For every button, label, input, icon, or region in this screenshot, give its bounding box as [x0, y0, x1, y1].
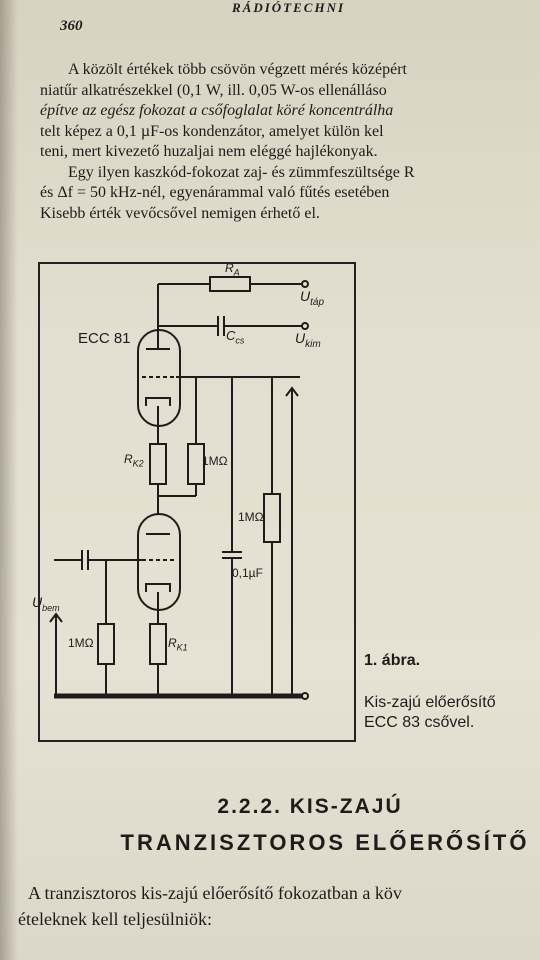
label-ccs: Ccs [226, 328, 244, 346]
label-ubem: Ubem [32, 594, 60, 613]
resistor-rk2 [149, 443, 167, 485]
label-ccs-sub: cs [235, 335, 245, 346]
resistor-1m-input [97, 623, 115, 665]
arrow-output [285, 386, 299, 397]
label-ubem-sub: bem [42, 602, 60, 613]
paragraph3-line: ételeknek kell teljesülniök: [18, 909, 212, 929]
label-cap: 0,1µF [232, 566, 263, 580]
paragraph1-line: építve az egész fokozat a csőfoglalat kö… [40, 102, 394, 119]
label-1m-right: 1MΩ [238, 510, 264, 524]
figure-frame: RA Utáp Ccs Ukim ECC 81 RK2 1MΩ 1MΩ 0,1µ… [32, 261, 356, 742]
label-utap-sub: táp [310, 296, 325, 308]
label-ukim-main: U [295, 330, 306, 346]
label-ra-main: R [225, 261, 234, 275]
paragraph2-line: Kisebb érték vevőcsővel nemigen érhető e… [40, 204, 320, 222]
paragraph3-line: A tranzisztoros kis-zajú előerősítő foko… [28, 883, 402, 903]
paragraph1-line: teni, mert kivezető huzaljai nem eléggé … [40, 143, 378, 160]
cathode-lower [145, 583, 171, 592]
schematic-diagram [49, 276, 309, 700]
label-ra: RA [225, 261, 240, 277]
label-1m-top: 1MΩ [202, 454, 228, 468]
page-shadow [0, 0, 18, 960]
paragraph2-line: Egy ilyen kaszkód-fokozat zaj- és zümmfe… [68, 163, 415, 181]
label-rk2-sub: K2 [132, 458, 144, 469]
label-rk2-main: R [124, 452, 133, 466]
paragraph1-line: niatűr alkatrészekkel (0,1 W, ill. 0,05 … [40, 81, 387, 99]
label-ukim: Ukim [295, 330, 321, 350]
figure-caption-number: 1. ábra. [364, 652, 421, 669]
body-text: A közölt értékek több csövön végzett mér… [40, 60, 540, 224]
figure-caption-line: ECC 83 csővel. [364, 714, 475, 731]
label-utap: Utáp [300, 288, 324, 308]
label-ccs-main: C [226, 328, 236, 343]
cathode-upper [145, 397, 171, 406]
resistor-ra [209, 276, 251, 292]
paragraph1-line: A közölt értékek több csövön végzett mér… [68, 61, 407, 78]
label-ubem-main: U [32, 594, 43, 610]
label-rk1-sub: K1 [176, 642, 188, 653]
terminal-ukim [301, 322, 309, 330]
label-rk2: RK2 [124, 452, 144, 468]
label-1m-input: 1MΩ [68, 636, 94, 650]
label-rk1: RK1 [168, 636, 188, 652]
resistor-rk1 [149, 623, 167, 665]
running-head: RÁDIÓTECHNI [232, 0, 346, 15]
section-title: TRANZISZTOROS ELŐERŐSÍTŐ [120, 830, 530, 855]
label-rk1-main: R [168, 636, 177, 650]
terminal-utap [301, 280, 309, 288]
tube-label: ECC 81 [78, 330, 131, 347]
paragraph2-line: és Δf = 50 kHz-nél, egyenárammal való fű… [40, 184, 390, 201]
figure-caption-text: Kis-zajú előerősítő ECC 83 csővel. [364, 693, 496, 733]
terminal-ground [301, 692, 309, 700]
label-ukim-sub: kim [305, 338, 321, 350]
paragraph1-line: telt képez a 0,1 µF-os kondenzátor, amel… [40, 122, 384, 140]
label-ra-sub: A [233, 267, 240, 278]
figure-caption-line: Kis-zajú előerősítő [364, 694, 496, 711]
resistor-1m-right [263, 493, 281, 543]
page-number: 360 [60, 18, 83, 34]
section-number: 2.2.2. KIS-ZAJÚ [217, 795, 403, 818]
arrow-ubem [49, 612, 63, 623]
section-body-text: A tranzisztoros kis-zajú előerősítő foko… [18, 880, 402, 932]
label-utap-main: U [300, 288, 311, 304]
